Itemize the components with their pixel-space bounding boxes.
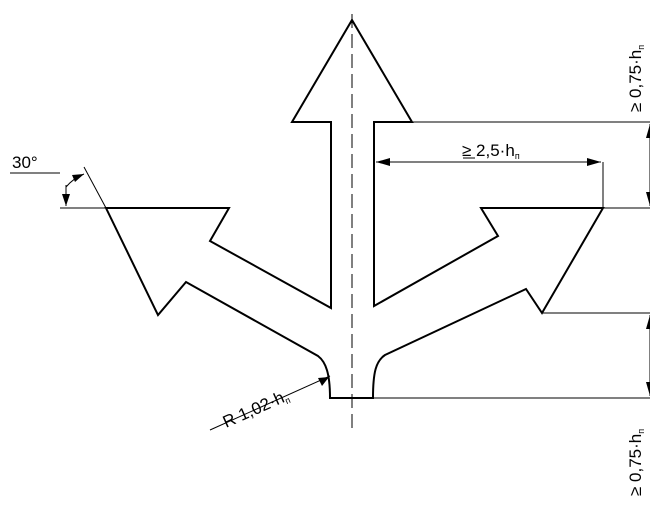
width-label-main: ≥ 2,5·h	[462, 141, 515, 160]
radius-label-sub: п	[284, 395, 293, 406]
angle-extension-line	[83, 166, 107, 209]
offset-top-arrowhead-lower	[646, 192, 650, 206]
offset-bottom-label-main: ≥ 0,75·h	[626, 434, 645, 496]
angle-arrowhead-upper	[72, 174, 84, 182]
radius-label: R 1,02·hп	[220, 386, 292, 433]
width-arrowhead-left	[376, 158, 390, 166]
offset-top-arrowhead-upper	[646, 124, 650, 138]
radius-label-main: R 1,02·h	[220, 388, 287, 432]
radius-arrowhead	[318, 377, 329, 386]
width-label-sub: п	[515, 151, 520, 161]
offset-bottom-label-sub: п	[636, 429, 646, 434]
offset-bottom-arrowhead-upper	[646, 315, 650, 329]
offset-top-label-main: ≥ 0,75·h	[626, 50, 645, 112]
offset-bottom-arrowhead-lower	[646, 382, 650, 396]
offset-top-label-sub: п	[636, 45, 646, 50]
angle-label: 30°	[12, 153, 38, 172]
radius-leader	[209, 375, 331, 431]
width-arrowhead-right	[587, 158, 601, 166]
offset-top-label: ≥ 0,75·hп	[626, 45, 646, 112]
width-label: ≥ 2,5·hп	[462, 141, 520, 161]
arrow-outline	[104, 18, 605, 399]
offset-bottom-label: ≥ 0,75·hп	[626, 429, 646, 496]
